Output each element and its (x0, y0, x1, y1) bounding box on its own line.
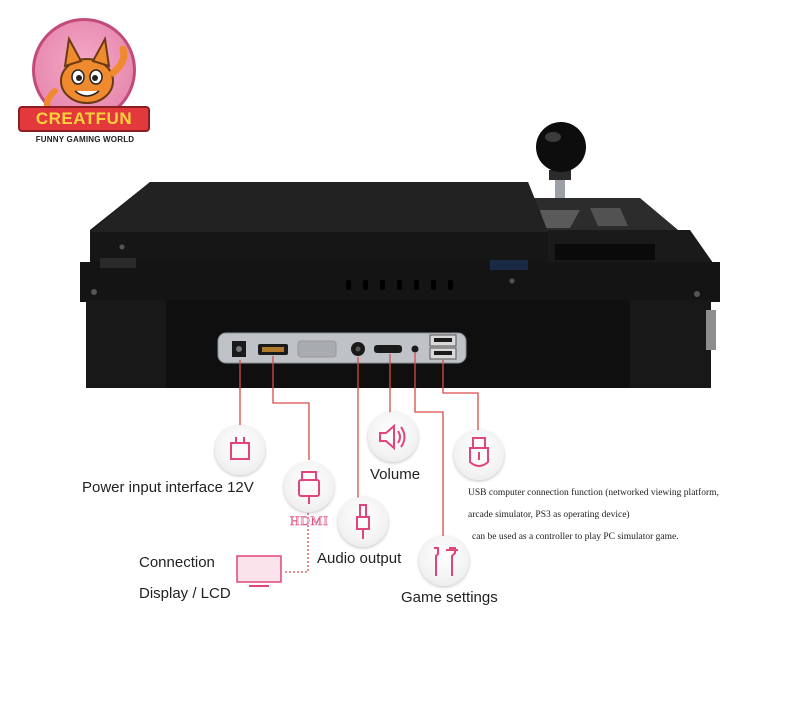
logo-brand-name: CREATFUN (18, 106, 150, 132)
volume-label: Volume (370, 466, 421, 483)
hdmi-cable-icon (284, 462, 334, 512)
settings-button (411, 345, 419, 353)
usb-line (442, 360, 479, 432)
audio-jack-icon (338, 497, 388, 547)
logo-tagline: FUNNY GAMING WORLD (35, 135, 135, 144)
volume-slot (374, 345, 402, 353)
port-panel (217, 332, 467, 364)
power-label: Power input interface 12V (82, 479, 254, 496)
arcade-console-image (80, 122, 720, 388)
usb-icon (454, 430, 504, 480)
settings-line (414, 353, 444, 540)
audio-label: Audio output (317, 550, 402, 567)
volume-icon (368, 412, 418, 462)
connection-label: Connection (139, 554, 215, 571)
game-settings-label: Game settings (401, 589, 498, 606)
hdmi-line (272, 356, 310, 460)
hdmi-tag: HDMI (290, 513, 329, 529)
power-plug-icon (215, 425, 265, 475)
usb-description-line-3: can be used as a controller to play PC s… (472, 532, 679, 542)
usb-description-line-2: arcade simulator, PS3 as operating devic… (468, 510, 630, 520)
logo-badge (32, 18, 136, 122)
monitor-icon (234, 553, 284, 591)
creatfun-logo: CREATFUN FUNNY GAMING WORLD (18, 18, 150, 148)
joystick-shaft (555, 160, 565, 224)
usb-description-line-1: USB computer connection function (networ… (468, 488, 719, 498)
tools-icon (419, 536, 469, 586)
display-label: Display / LCD (139, 585, 231, 602)
cat-mascot-icon (44, 35, 128, 116)
